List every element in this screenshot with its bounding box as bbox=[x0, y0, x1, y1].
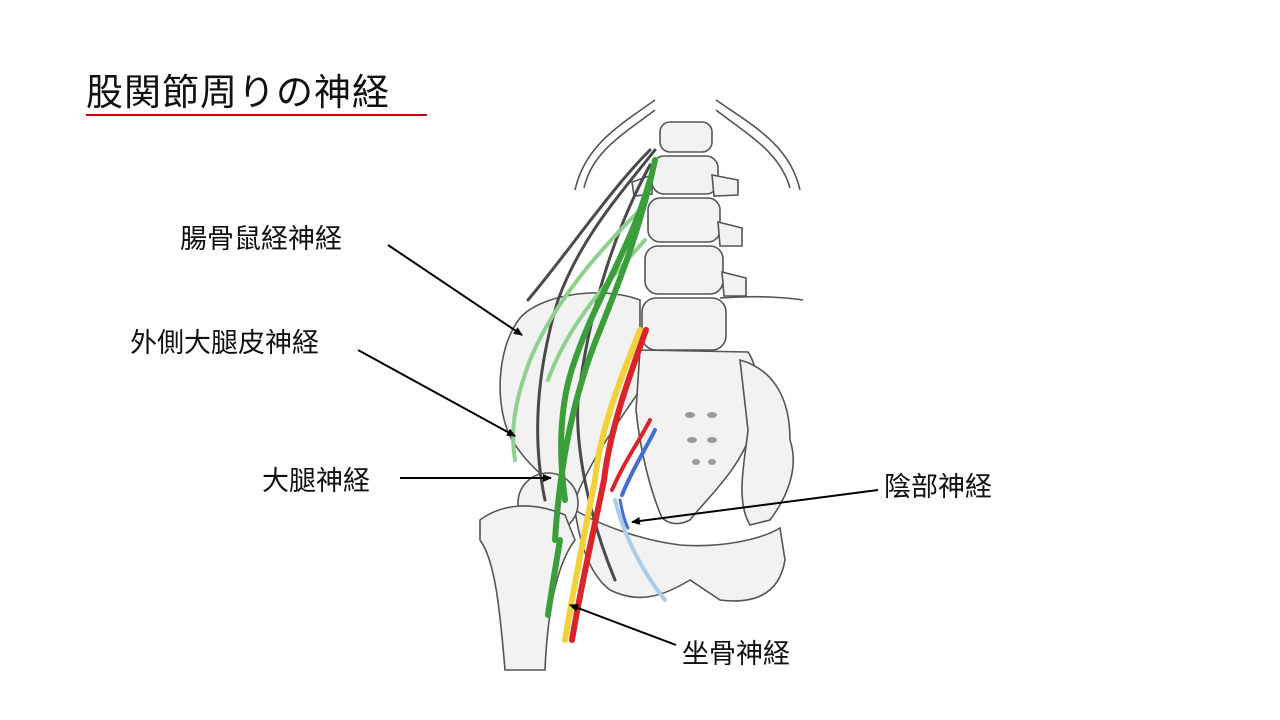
leader-lines bbox=[357, 244, 879, 646]
green-nerves bbox=[545, 157, 658, 618]
leader-ilioinguinal bbox=[387, 244, 523, 336]
leader-pudendal bbox=[631, 489, 879, 525]
label-ilioinguinal-nerve: 腸骨鼠経神経 bbox=[180, 224, 342, 255]
leader-lateral-femoral-cutaneous bbox=[357, 349, 516, 437]
leader-sciatic bbox=[569, 604, 677, 646]
slide-title: 股関節周りの神経 bbox=[86, 71, 390, 114]
sciatic-bundle bbox=[562, 327, 667, 643]
lumbar-spine bbox=[631, 121, 747, 351]
label-sciatic-nerve: 坐骨神経 bbox=[682, 639, 790, 670]
label-lateral-femoral-cutaneous-nerve: 外側大腿皮神経 bbox=[130, 328, 319, 359]
label-pudendal-nerve: 陰部神経 bbox=[884, 472, 992, 503]
label-femoral-nerve: 大腿神経 bbox=[262, 466, 370, 497]
title-underline bbox=[86, 114, 427, 116]
sacral-foramina bbox=[685, 412, 717, 465]
rib-outlines bbox=[574, 99, 804, 301]
light-green-nerves bbox=[511, 208, 647, 462]
